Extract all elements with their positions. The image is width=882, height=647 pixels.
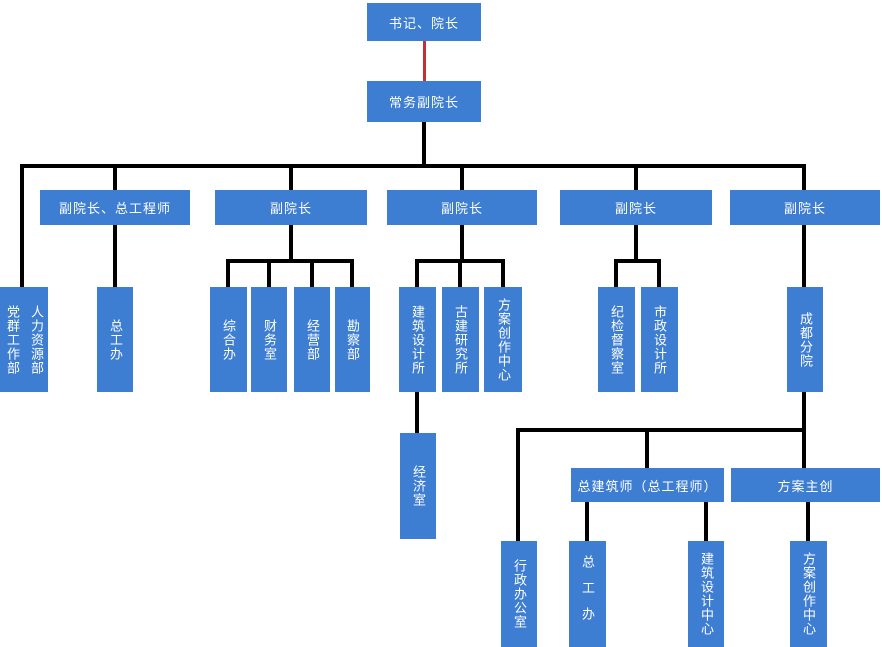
node-vice-dean-3[interactable]: 副院长	[560, 190, 712, 225]
connector-line	[614, 259, 661, 263]
connector-line	[226, 259, 230, 287]
node-party-mass-hr-dept[interactable]: 党群工作部 人力资源部	[0, 287, 48, 392]
node-architecture-design-center[interactable]: 建筑设计中心	[688, 541, 724, 647]
connector-line	[20, 164, 24, 287]
node-branch-scheme-creation-center[interactable]: 方案创作中心	[790, 541, 827, 647]
connector-line	[460, 164, 464, 190]
connector-line	[516, 428, 520, 541]
node-executive-vice-dean[interactable]: 常务副院长	[367, 81, 481, 122]
node-chief-architect[interactable]: 总建筑师（总工程师）	[571, 468, 724, 502]
node-chengdu-branch[interactable]: 成都分院	[787, 287, 823, 392]
connector-line	[415, 392, 419, 433]
node-vice-dean-4[interactable]: 副院长	[730, 190, 880, 225]
connector-line	[113, 225, 117, 287]
trunk-line	[20, 164, 806, 168]
connector-line	[614, 259, 618, 287]
connector-line	[226, 259, 354, 263]
node-discipline-inspection-office[interactable]: 纪检督察室	[598, 287, 635, 392]
node-vice-dean-2[interactable]: 副院长	[387, 190, 537, 225]
connector-line	[289, 164, 293, 190]
node-economics-office[interactable]: 经济室	[400, 433, 436, 539]
node-secretary-dean[interactable]: 书记、院长	[367, 3, 481, 41]
connector-line	[422, 122, 426, 168]
connector-line	[267, 259, 271, 287]
node-chief-engineer-office[interactable]: 总工办	[97, 287, 133, 392]
node-admin-office[interactable]: 行政办公室	[501, 541, 537, 647]
connector-line	[802, 164, 806, 190]
node-municipal-design-institute[interactable]: 市政设计所	[641, 287, 678, 392]
node-vice-dean-chief-engineer[interactable]: 副院长、总工程师	[40, 190, 190, 225]
node-ancient-architecture-institute[interactable]: 古建研究所	[442, 287, 479, 392]
connector-line	[634, 164, 638, 190]
connector-line	[415, 259, 419, 287]
connector-line	[289, 225, 293, 263]
connector-line	[704, 502, 708, 541]
connector-line	[657, 259, 661, 287]
connector-line	[458, 259, 462, 287]
connector-line	[585, 502, 589, 541]
connector-line	[113, 164, 117, 190]
node-general-office[interactable]: 综合办	[210, 287, 247, 392]
connector-line	[806, 502, 810, 541]
red-connector-line	[422, 41, 426, 81]
connector-line	[634, 225, 638, 263]
connector-line	[516, 428, 806, 432]
node-scheme-creation-center[interactable]: 方案创作中心	[484, 287, 522, 392]
connector-line	[350, 259, 354, 287]
node-vice-dean-1[interactable]: 副院长	[215, 190, 367, 225]
node-scheme-lead[interactable]: 方案主创	[731, 468, 880, 502]
node-branch-chief-engineer-office[interactable]: 总工办	[569, 541, 606, 647]
connector-line	[460, 225, 464, 263]
node-survey-dept[interactable]: 勘察部	[335, 287, 370, 392]
node-architecture-design-institute[interactable]: 建筑设计所	[399, 287, 436, 392]
connector-line	[645, 428, 649, 468]
node-business-dept[interactable]: 经营部	[294, 287, 330, 392]
node-finance-office[interactable]: 财务室	[251, 287, 287, 392]
connector-line	[501, 259, 505, 287]
connector-line	[310, 259, 314, 287]
connector-line	[802, 225, 806, 287]
